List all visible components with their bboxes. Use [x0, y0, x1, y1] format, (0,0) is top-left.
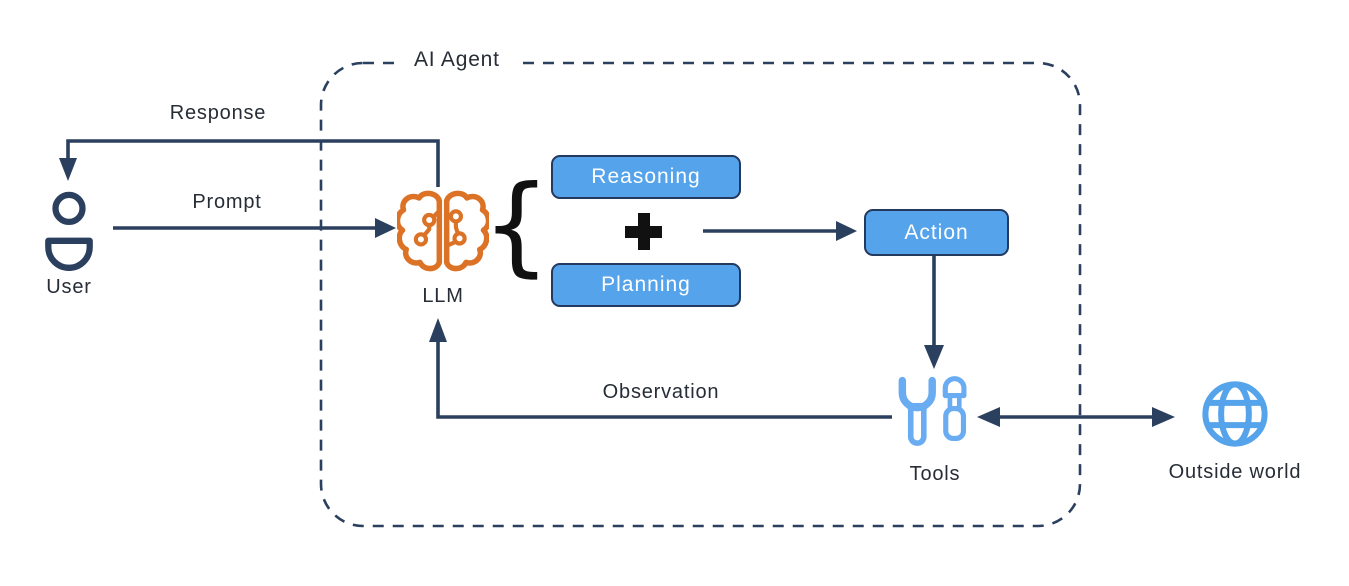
brace-symbol: {	[482, 163, 551, 288]
action-label: Action	[904, 220, 969, 244]
planning-label: Planning	[601, 273, 691, 296]
user-label: User	[46, 276, 92, 298]
user-icon	[45, 191, 93, 271]
brain-circuit-icon	[397, 190, 489, 272]
wrench-screwdriver-icon	[898, 376, 967, 446]
action-box: Action	[864, 209, 1009, 256]
outside-world-label: Outside world	[1168, 461, 1302, 483]
reasoning-label: Reasoning	[591, 165, 701, 188]
action-to-tools-arrow	[924, 255, 944, 369]
tools-world-arrow	[977, 407, 1175, 427]
ai-agent-boundary	[319, 61, 1082, 528]
tools-label: Tools	[909, 463, 961, 485]
prompt-arrow	[113, 218, 396, 238]
response-arrow	[59, 139, 440, 187]
llm-label: LLM	[422, 285, 464, 307]
frame-title: AI Agent	[398, 46, 516, 74]
observation-label: Observation	[602, 381, 720, 403]
prompt-label: Prompt	[192, 191, 262, 213]
response-label: Response	[169, 102, 267, 124]
globe-icon	[1202, 381, 1268, 447]
observation-arrow	[429, 318, 892, 419]
plus-icon	[625, 213, 662, 250]
planning-box: Planning	[551, 263, 741, 307]
reasoning-box: Reasoning	[551, 155, 741, 199]
to-action-arrow	[703, 221, 857, 241]
